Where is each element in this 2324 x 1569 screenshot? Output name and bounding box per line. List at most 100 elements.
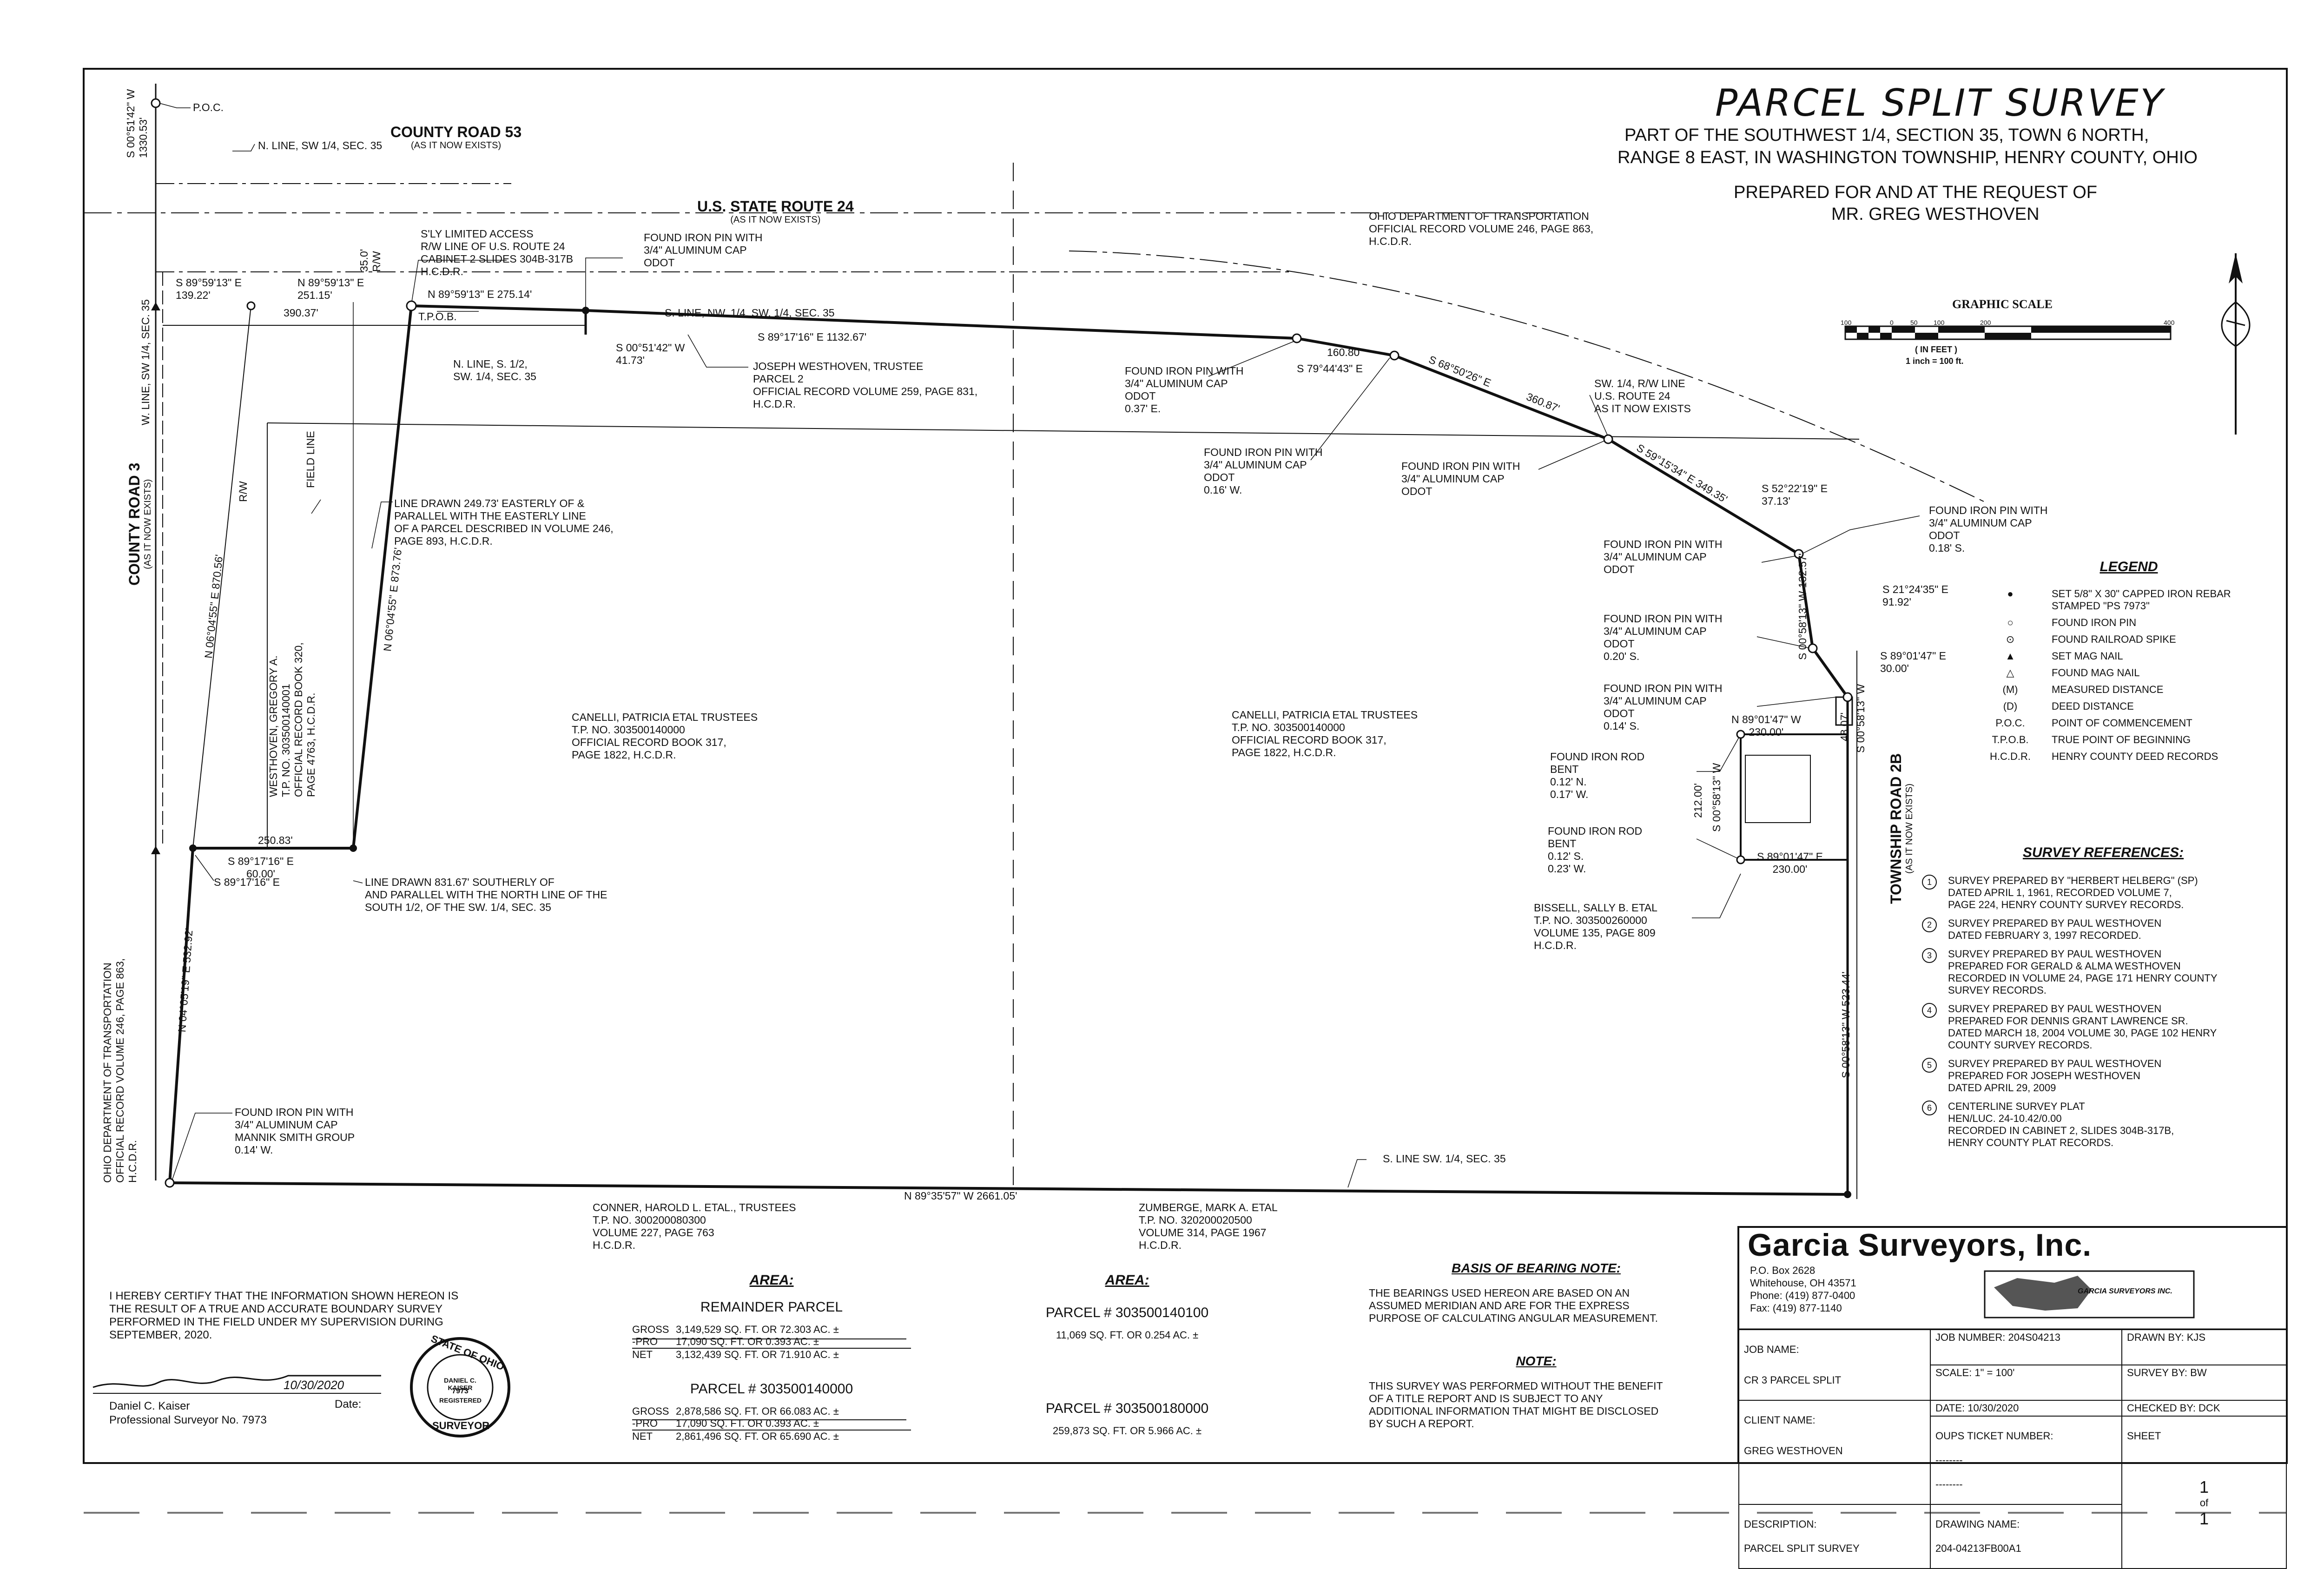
- date-cell: DATE: 10/30/2020: [1930, 1400, 2122, 1417]
- oups-cell: OUPS TICKET NUMBER: -------- --------: [1930, 1416, 2122, 1505]
- label-d-350-rw: 35.0' R/W: [358, 249, 383, 272]
- sheet-label: SHEET: [2127, 1430, 2161, 1442]
- road-cr53: COUNTY ROAD 53 (AS IT NOW EXISTS): [390, 107, 522, 167]
- reference-number: 3: [1922, 948, 1937, 963]
- legend-symbol: ⊙: [2006, 633, 2015, 645]
- prepared-for-2: MR. GREG WESTHOVEN: [1831, 204, 2040, 224]
- label-line-831: LINE DRAWN 831.67' SOUTHERLY OF AND PARA…: [365, 876, 607, 913]
- boundary-west-lower: [168, 848, 194, 1183]
- leader-sline: [1347, 1159, 1367, 1188]
- label-canelli-2: CANELLI, PATRICIA ETAL TRUSTEES T.P. NO.…: [1232, 709, 1418, 758]
- reference-text: CENTERLINE SURVEY PLAT HEN/LUC. 24-10.42…: [1948, 1101, 2174, 1148]
- label-tpob: T.P.O.B.: [418, 310, 457, 323]
- basis-note: BASIS OF BEARING NOTE: THE BEARINGS USED…: [1369, 1253, 1703, 1333]
- area2-title: AREA:: [1105, 1272, 1149, 1288]
- building-outline: [1745, 755, 1811, 823]
- legend-symbol: P.O.C.: [1995, 717, 2025, 729]
- label-found-pin-016: FOUND IRON PIN WITH 3/4" ALUMINUM CAP OD…: [1204, 446, 1323, 496]
- description-label: DESCRIPTION:: [1744, 1518, 1817, 1530]
- iron-pin-found-1: [1292, 333, 1302, 343]
- label-s895913-139: S 89°59'13" E 139.22': [176, 277, 242, 301]
- label-sw-rw: SW. 1/4, R/W LINE U.S. ROUTE 24 AS IT NO…: [1594, 377, 1691, 415]
- label-s794443: S 79°44'43" E: [1297, 363, 1363, 375]
- label-s005142-1330: S 00°51'42" W 1330.53': [125, 89, 149, 158]
- label-zumberge: ZUMBERGE, MARK A. ETAL T.P. NO. 32020002…: [1139, 1201, 1278, 1251]
- label-n893557-2661: N 89°35'57" W 2661.05': [904, 1190, 1017, 1202]
- legend: LEGEND ●SET 5/8" X 30" CAPPED IRON REBAR…: [1980, 551, 2278, 776]
- area-row-label: GROSS: [632, 1405, 669, 1417]
- poc-monument: [151, 98, 161, 108]
- area-row-value: 17,090 SQ. FT. OR 0.393 AC. ±: [676, 1336, 819, 1347]
- reference-number: 5: [1922, 1058, 1937, 1073]
- graphic-scale-bar: [1844, 325, 2172, 340]
- area-row: GROSS 2,878,586 SQ. FT. OR 66.083 AC. ±: [632, 1405, 911, 1417]
- label-found-pin-top: FOUND IRON PIN WITH 3/4" ALUMINUM CAP OD…: [644, 231, 763, 269]
- client-value: GREG WESTHOVEN: [1744, 1445, 1843, 1457]
- drawing-name-value: 204-04213FB00A1: [1935, 1543, 2021, 1554]
- legend-item: ○FOUND IRON PIN: [1980, 617, 2278, 629]
- seal-text-bottom: SURVEYOR: [432, 1420, 490, 1431]
- sheet-border: [83, 68, 2288, 1464]
- client-cell: CLIENT NAME: GREG WESTHOVEN: [1738, 1400, 1931, 1505]
- sheet-cell: SHEET 1 of 1: [2121, 1416, 2287, 1569]
- label-n890147-230: N 89°01'47" W 230.00': [1731, 713, 1801, 738]
- boundary-northeast: [1296, 337, 1849, 698]
- mag-nail-2: [151, 846, 160, 854]
- firm-logo: [1984, 1270, 2195, 1318]
- legend-title: LEGEND: [2100, 559, 2158, 574]
- label-n-line-s12: N. LINE, S. 1/2, SW. 1/4, SEC. 35: [453, 358, 536, 382]
- label-w-line-sec35: W. LINE, SW 1/4, SEC. 35: [139, 299, 152, 425]
- legend-symbol: (M): [2002, 684, 2018, 695]
- label-joseph-parcel: JOSEPH WESTHOVEN, TRUSTEE PARCEL 2 OFFIC…: [753, 360, 978, 410]
- certification-text: I HEREBY CERTIFY THAT THE INFORMATION SH…: [109, 1290, 459, 1341]
- legend-item: ⊙FOUND RAILROAD SPIKE: [1980, 633, 2278, 646]
- road-tr2b-name: TOWNSHIP ROAD 2B: [1888, 753, 1904, 904]
- area-row-label: -PRO: [632, 1336, 658, 1347]
- survey-subtitle-2: RANGE 8 EAST, IN WASHINGTON TOWNSHIP, HE…: [1618, 148, 2198, 167]
- leader-fieldline: [311, 499, 321, 514]
- west-parcel-line: [192, 305, 251, 849]
- label-line-249: LINE DRAWN 249.73' EASTERLY OF & PARALLE…: [394, 497, 614, 547]
- label-s005813-132: S 00°58'13" W 132.57': [1796, 553, 1809, 660]
- leader-joseph: [687, 334, 748, 368]
- area-row-value: 17,090 SQ. FT. OR 0.393 AC. ±: [676, 1417, 819, 1429]
- area-row: -PRO 17,090 SQ. FT. OR 0.393 AC. ±: [632, 1336, 911, 1349]
- area-row-value: 3,149,529 SQ. FT. OR 72.303 AC. ±: [676, 1324, 839, 1335]
- basis-note-title: BASIS OF BEARING NOTE:: [1451, 1261, 1621, 1275]
- iron-pin-jog-east: [350, 844, 357, 852]
- legend-item: H.C.D.R.HENRY COUNTY DEED RECORDS: [1980, 751, 2278, 763]
- iron-pin-nw: [246, 301, 256, 310]
- label-s890147-230b: S 89°01'47" E 230.00': [1757, 850, 1823, 875]
- label-bissell: BISSELL, SALLY B. ETAL T.P. NO. 30350026…: [1534, 902, 1657, 951]
- leader-016: [1310, 357, 1390, 461]
- area2-p1-text: 11,069 SQ. FT. OR 0.254 AC. ±: [1056, 1329, 1199, 1341]
- area-row-value: 2,878,586 SQ. FT. OR 66.083 AC. ±: [676, 1405, 839, 1417]
- scale-tick-4: 200: [1980, 319, 1991, 326]
- road-us24-name: U.S. STATE ROUTE 24: [697, 198, 854, 215]
- description-cell: DESCRIPTION: PARCEL SPLIT SURVEY: [1738, 1504, 1931, 1569]
- leader-891716: [195, 855, 214, 881]
- label-found-rod-1: FOUND IRON ROD BENT 0.12' N. 0.17' W.: [1550, 751, 1645, 800]
- label-found-rod-2: FOUND IRON ROD BENT 0.12' S. 0.23' W.: [1548, 825, 1643, 875]
- legend-text: POINT OF COMMENCEMENT: [2052, 717, 2192, 729]
- legend-text: MEASURED DISTANCE: [2052, 684, 2164, 695]
- scale-tick-2: 50: [1910, 319, 1918, 326]
- label-d-25083: 250.83': [258, 834, 293, 846]
- label-found-pin-020: FOUND IRON PIN WITH 3/4" ALUMINUM CAP OD…: [1604, 613, 1723, 662]
- label-rw: R/W: [237, 481, 249, 502]
- label-s005813-523: S 00°58'13" W 523.44': [1840, 971, 1852, 1078]
- survey-subtitle-1: PART OF THE SOUTHWEST 1/4, SECTION 35, T…: [1624, 125, 2149, 145]
- label-s891716-1132: S 89°17'16" E 1132.67': [758, 331, 867, 343]
- seal-outer: [410, 1337, 510, 1437]
- reference-number: 6: [1922, 1101, 1937, 1115]
- sheet-of: of: [2199, 1497, 2209, 1509]
- legend-symbol: T.P.O.B.: [1992, 734, 2029, 745]
- label-s005813-tr: S 00°58'13" W: [1855, 684, 1867, 753]
- leader-mannik: [172, 1113, 232, 1181]
- field-line: [267, 422, 1860, 440]
